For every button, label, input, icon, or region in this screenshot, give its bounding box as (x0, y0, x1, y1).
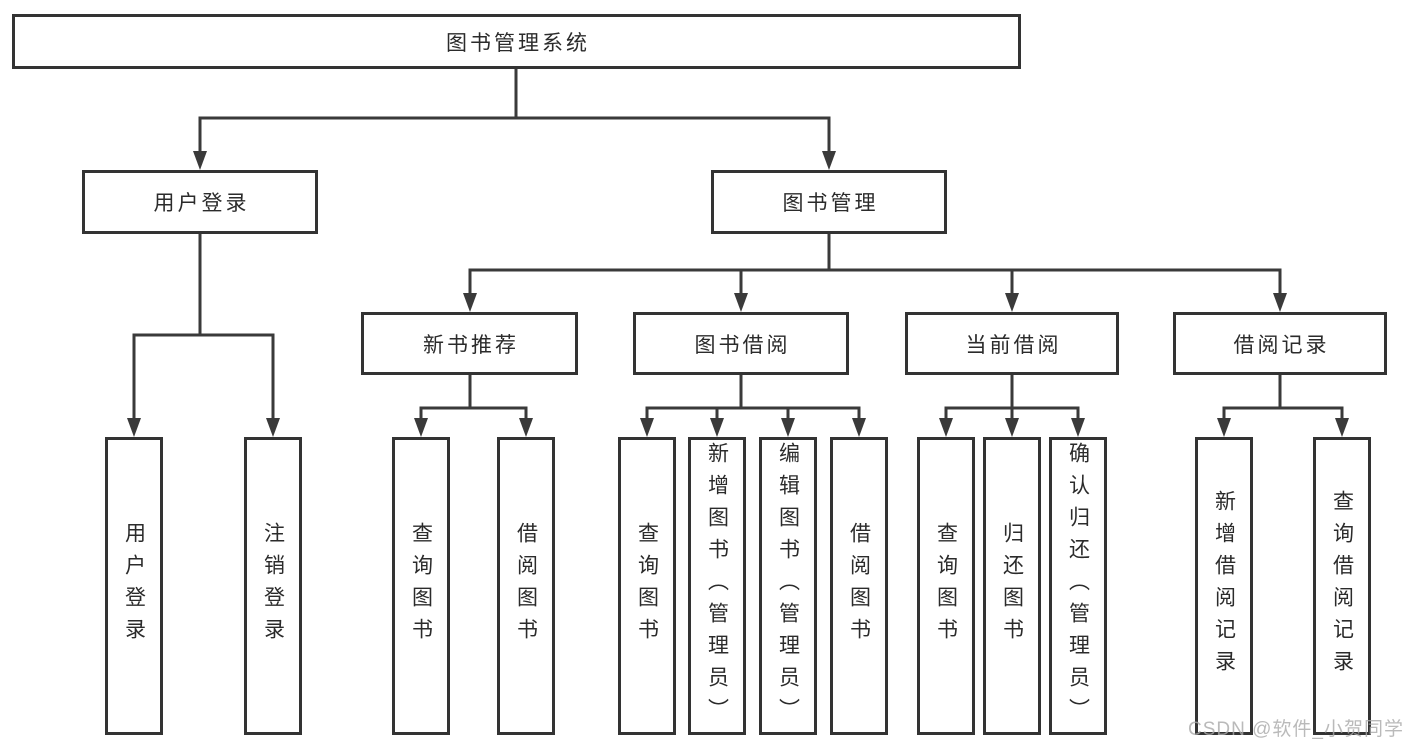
leaf-query-books-2: 查询图书 (618, 437, 676, 735)
leaf-logout: 注销登录 (244, 437, 302, 735)
leaf-add-book-admin: 新增图书（管理员） (688, 437, 746, 735)
node-book-borrowing: 图书借阅 (633, 312, 849, 375)
leaf-add-borrow-record: 新增借阅记录 (1195, 437, 1253, 735)
leaf-query-borrow-record: 查询借阅记录 (1313, 437, 1371, 735)
leaf-confirm-return-admin: 确认归还（管理员） (1049, 437, 1107, 735)
leaf-user-login: 用户登录 (105, 437, 163, 735)
node-borrowing-records: 借阅记录 (1173, 312, 1387, 375)
connector-user-login (127, 234, 280, 437)
node-library-system: 图书管理系统 (12, 14, 1021, 69)
leaf-borrow-books-2: 借阅图书 (830, 437, 888, 735)
leaf-query-books-1: 查询图书 (392, 437, 450, 735)
node-book-management: 图书管理 (711, 170, 947, 234)
connector-new-book-recommend (414, 375, 533, 437)
connector-current-borrowing (939, 375, 1085, 437)
node-current-borrowing: 当前借阅 (905, 312, 1119, 375)
connector-book-management (463, 234, 1287, 312)
leaf-query-books-3: 查询图书 (917, 437, 975, 735)
node-new-book-recommend: 新书推荐 (361, 312, 578, 375)
leaf-return-book: 归还图书 (983, 437, 1041, 735)
connector-root (193, 69, 836, 170)
connector-book-borrowing (640, 375, 866, 437)
connector-borrowing-records (1217, 375, 1349, 437)
leaf-borrow-books-1: 借阅图书 (497, 437, 555, 735)
node-user-login: 用户登录 (82, 170, 318, 234)
leaf-edit-book-admin: 编辑图书（管理员） (759, 437, 817, 735)
csdn-watermark: CSDN @软件_小贺同学 (1188, 719, 1404, 740)
